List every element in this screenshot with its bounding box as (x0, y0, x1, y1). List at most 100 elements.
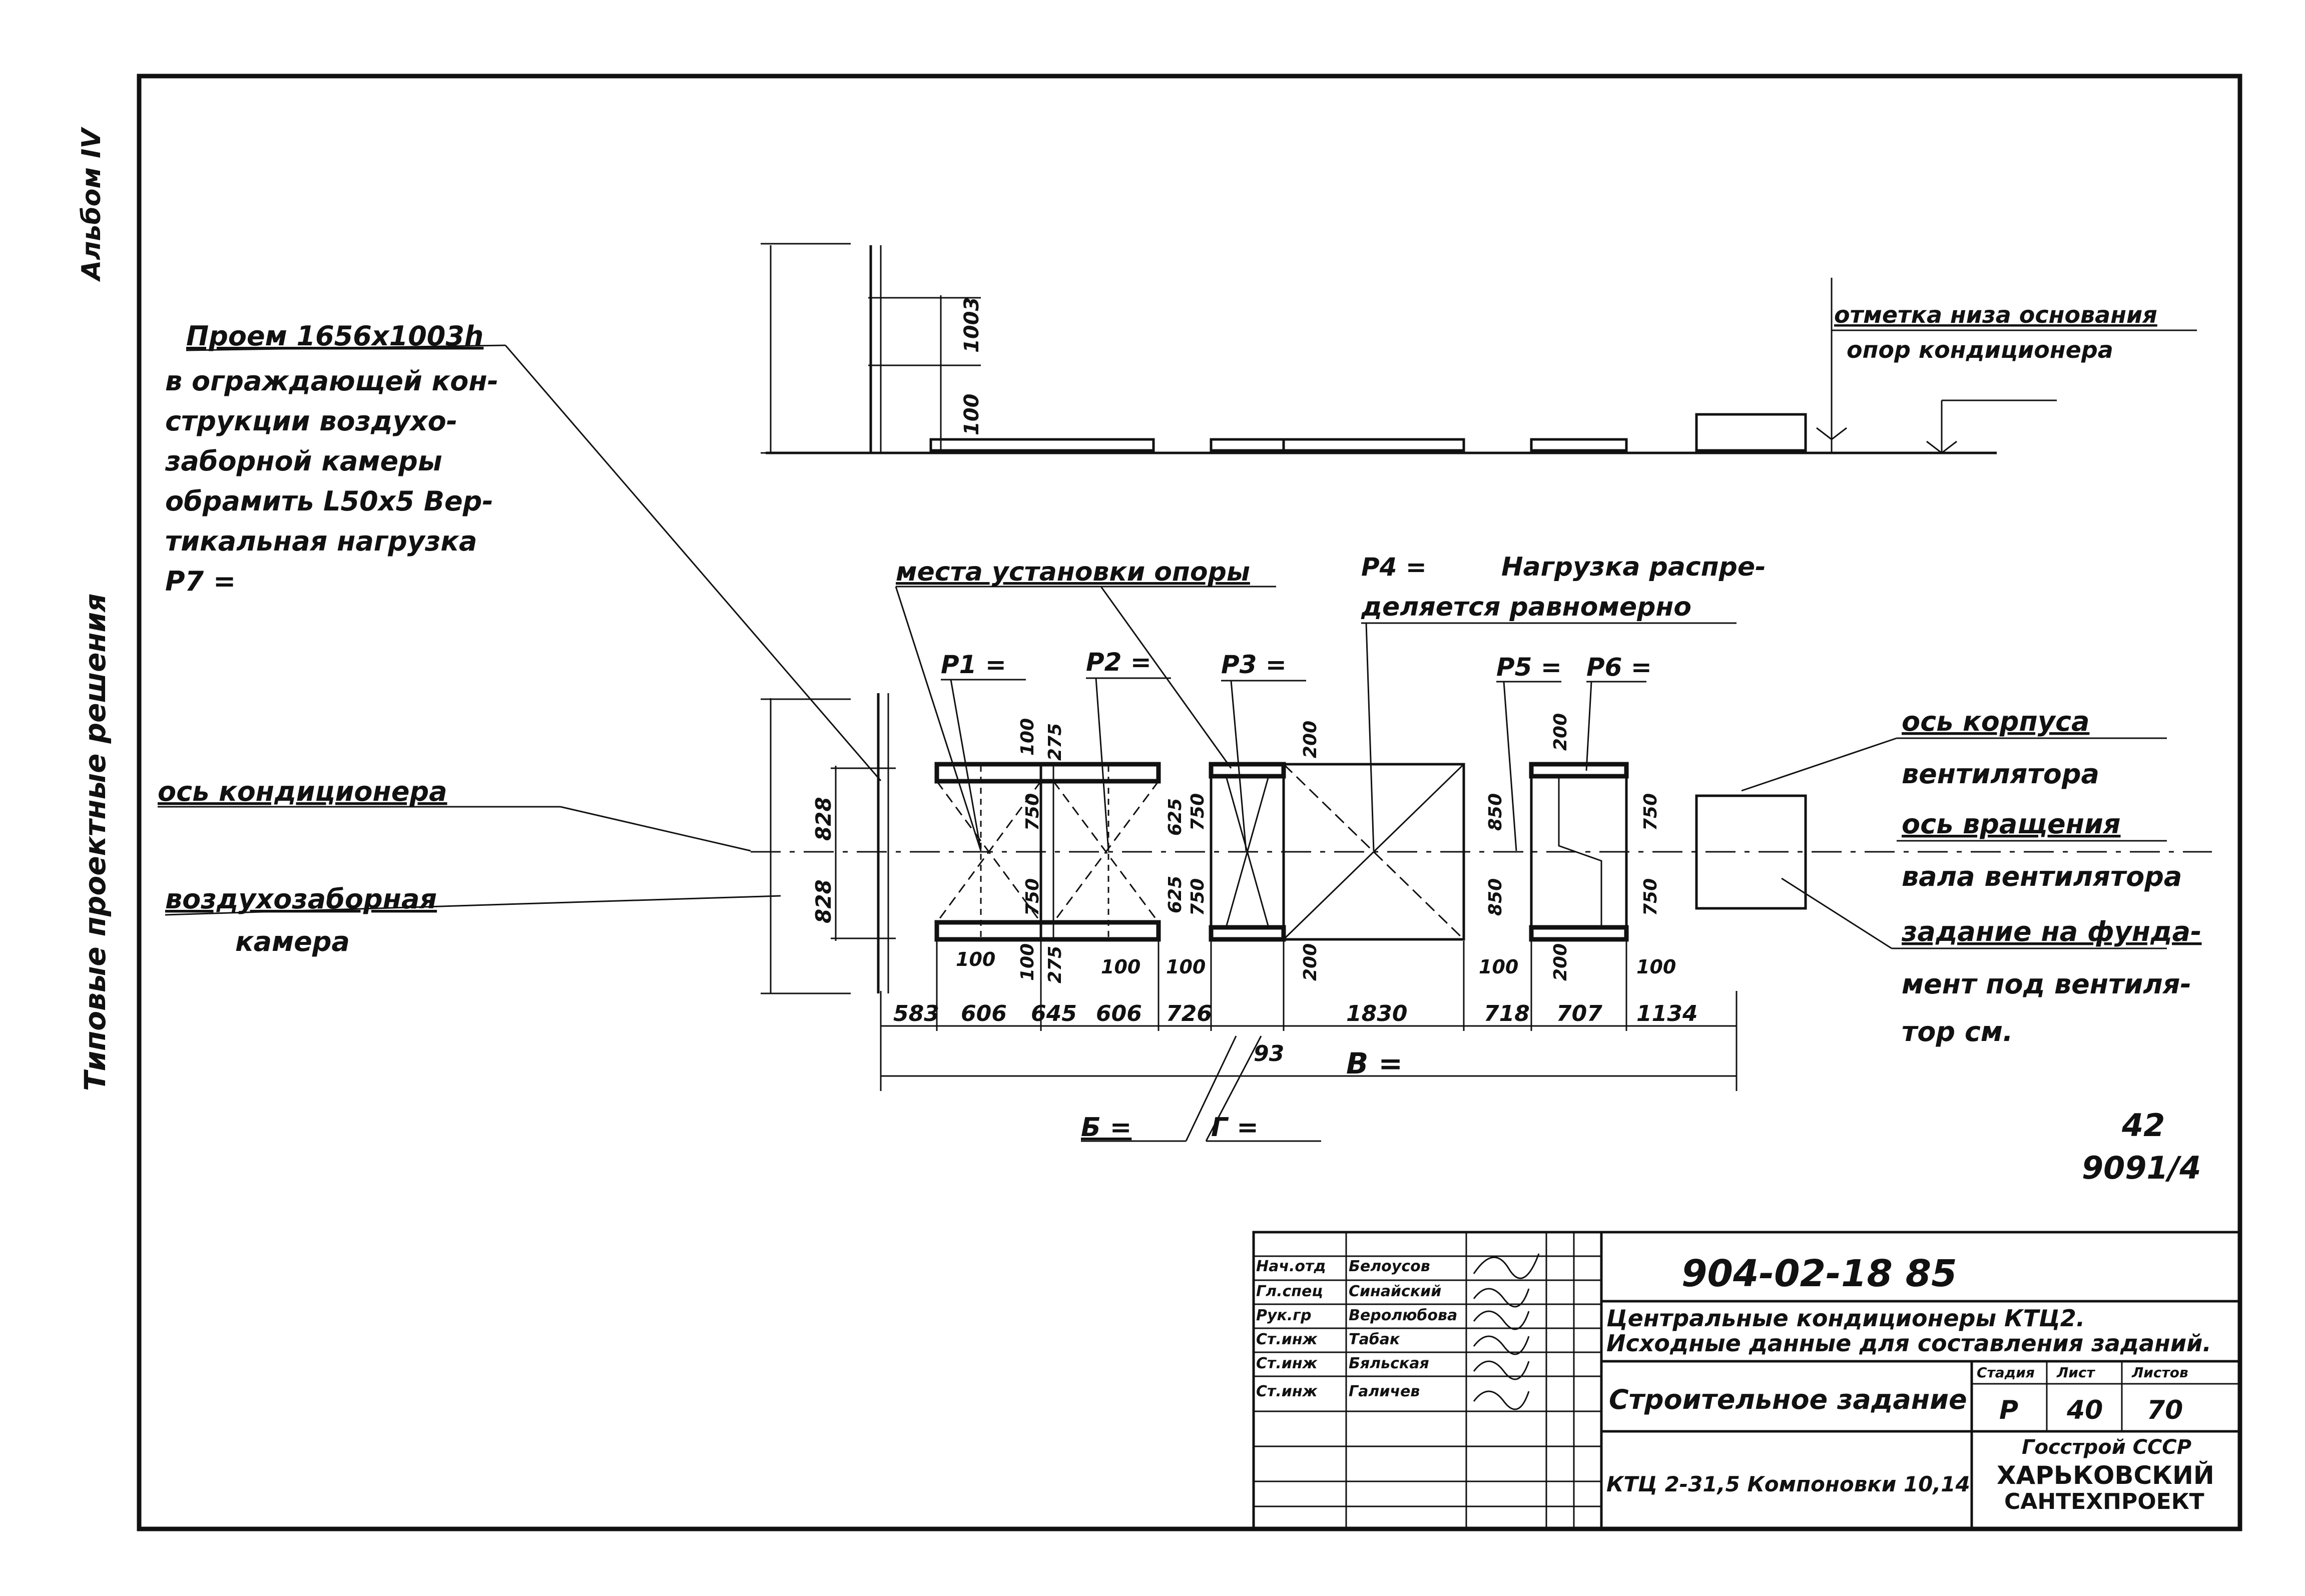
left-annotations: Проем 1656x1003h в ограждающей кон- стру… (158, 320, 882, 957)
dim-750-c: 750 (1188, 793, 1208, 831)
right-annotations: ось корпуса вентилятора ось вращения вал… (1741, 706, 2202, 1047)
p3-label: P3 = (1221, 650, 1287, 679)
intake-label-2: камера (235, 926, 350, 957)
dim-200-d: 200 (1550, 943, 1571, 981)
sheet-number: 42 (2121, 1107, 2165, 1144)
dim-707: 707 (1556, 1001, 1602, 1026)
staff-role-4: Ст.инж (1256, 1331, 1318, 1348)
b-label: Б = (1081, 1113, 1131, 1143)
task-3: тор см. (1902, 1016, 2013, 1047)
dim-100-a: 100 (956, 948, 995, 970)
doc-title-1: Центральные кондиционеры КТЦ2. (1606, 1305, 2085, 1332)
dim-750-d: 750 (1188, 878, 1208, 916)
stage-header: Стадия (1977, 1364, 2035, 1381)
dim-100-f: 100 (1017, 718, 1038, 756)
sheet-value: 40 (2066, 1395, 2103, 1425)
v-label: В = (1346, 1046, 1403, 1081)
staff-role-1: Нач.отд (1256, 1258, 1326, 1275)
staff-role-6: Ст.инж (1256, 1383, 1318, 1400)
dim-100-g: 100 (1017, 943, 1038, 981)
support-places-label: места установки опоры (896, 557, 1250, 587)
axis-rotation-2: вала вентилятора (1902, 861, 2182, 892)
dim-275-b: 275 (1045, 946, 1065, 983)
dim-583: 583 (893, 1001, 939, 1026)
dim-1003: 1003 (960, 297, 983, 353)
doc-number: 904-02-18 85 (1681, 1252, 1957, 1295)
staff-name-1: Белоусов (1349, 1258, 1430, 1275)
dim-850-a: 850 (1485, 793, 1506, 831)
base-mark-label-2: опор кондиционера (1847, 336, 2113, 363)
doc-title-2: Исходные данные для составления заданий. (1606, 1330, 2211, 1357)
dim-606-b: 606 (1096, 1001, 1142, 1026)
dim-828-top: 828 (811, 797, 836, 841)
dim-625-b: 625 (1165, 876, 1186, 913)
staff-role-3: Рук.гр (1256, 1307, 1311, 1324)
opening-text-5: тикальная нагрузка (165, 525, 477, 557)
dim-100-b: 100 (1101, 956, 1140, 978)
dim-100-e: 100 (1636, 956, 1676, 978)
dim-1134: 1134 (1636, 1001, 1697, 1026)
p5-label: P5 = (1496, 653, 1562, 682)
stage-value: Р (1999, 1395, 2018, 1425)
axis-housing-2: вентилятора (1902, 758, 2099, 790)
axis-rotation-1: ось вращения (1902, 808, 2120, 840)
org-3: САНТЕХПРОЕКТ (2004, 1489, 2204, 1514)
plan-view: 828 828 (751, 552, 2212, 1143)
staff-name-2: Синайский (1349, 1283, 1441, 1300)
base-mark-label: отметка низа основания (1834, 301, 2157, 328)
load-dist-1: Нагрузка распре- (1501, 552, 1766, 582)
sheet-title: Строительное задание (1609, 1384, 1967, 1415)
opening-text-1: в ограждающей кон- (165, 365, 498, 397)
org-2: ХАРЬКОВСКИЙ (1997, 1460, 2214, 1490)
dim-850-b: 850 (1485, 878, 1506, 916)
p4-label: P4 = (1361, 553, 1427, 582)
axis-conditioner-label: ось кондиционера (158, 776, 447, 807)
dim-275-a: 275 (1045, 723, 1065, 761)
staff-role-5: Ст.инж (1256, 1355, 1318, 1372)
sheet-header: Лист (2056, 1364, 2095, 1381)
dim-1830: 1830 (1346, 1001, 1407, 1026)
dim-606-a: 606 (961, 1001, 1007, 1026)
staff-name-4: Табак (1349, 1331, 1400, 1348)
dim-726: 726 (1166, 1001, 1212, 1026)
dim-100-elev: 100 (960, 394, 983, 436)
dim-200-c: 200 (1550, 713, 1571, 751)
p6-label: P6 = (1586, 653, 1652, 682)
elevation-view: 1003 100 отметка низа основания опор кон… (761, 243, 2197, 454)
series-label: Типовые проектные решения (78, 594, 112, 1091)
dim-718: 718 (1484, 1001, 1530, 1026)
sheets-value: 70 (2147, 1395, 2183, 1425)
load-dist-2: деляется равномерно (1361, 592, 1691, 622)
sheets-header: Листов (2131, 1364, 2188, 1381)
opening-text-6: P7 = (165, 566, 236, 597)
opening-text-3: заборной камеры (165, 445, 442, 477)
dim-750-f: 750 (1640, 878, 1661, 916)
dim-750-e: 750 (1640, 793, 1661, 831)
dim-200-a: 200 (1300, 721, 1321, 758)
dim-645: 645 (1031, 1001, 1077, 1026)
staff-role-2: Гл.спец (1256, 1283, 1323, 1300)
intake-label-1: воздухозаборная (165, 883, 437, 915)
title-block: Нач.отд Белоусов Гл.спец Синайский Рук.г… (1252, 1231, 2241, 1530)
dim-750-a: 750 (1022, 793, 1043, 831)
sheet-frame (137, 74, 2242, 1531)
staff-name-3: Веролюбова (1349, 1307, 1457, 1324)
dim-200-b: 200 (1300, 943, 1321, 981)
dim-100-d: 100 (1479, 956, 1518, 978)
dim-625-a: 625 (1165, 798, 1186, 836)
dim-828-bot: 828 (811, 879, 836, 923)
album-label: Альбом IV (77, 127, 107, 282)
org-1: Госстрой СССР (2022, 1436, 2191, 1459)
opening-text-2: струкции воздухо- (165, 405, 457, 437)
dim-750-b: 750 (1022, 878, 1043, 916)
opening-text-4: обрамить L50x5 Вер- (165, 485, 493, 517)
dim-100-c: 100 (1166, 956, 1206, 978)
dim-93: 93 (1254, 1041, 1284, 1067)
p2-label: P2 = (1086, 648, 1151, 677)
task-2: мент под вентиля- (1902, 968, 2191, 1000)
p1-label: P1 = (941, 650, 1006, 679)
axis-housing-1: ось корпуса (1902, 706, 2089, 737)
staff-name-5: Бяльская (1349, 1355, 1429, 1372)
sheet-code: 9091/4 (2082, 1150, 2201, 1186)
